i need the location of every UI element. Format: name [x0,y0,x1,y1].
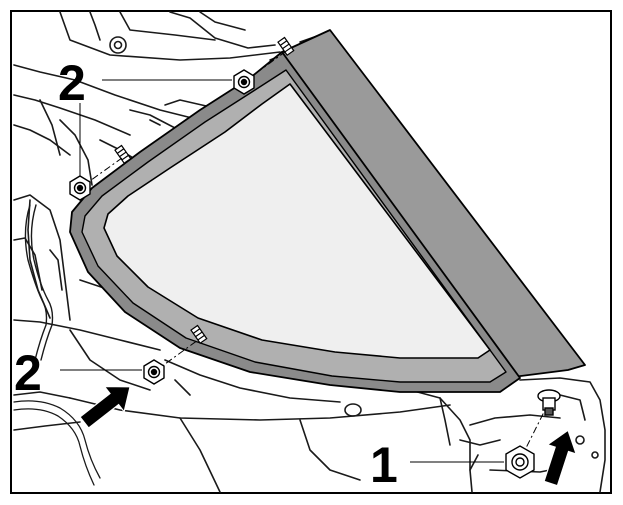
stud-lower [190,324,208,345]
leader-lines [60,79,504,463]
mounting-studs [114,36,295,345]
nut-lower [143,359,165,385]
arrow-install-clip [543,429,578,487]
callout-clip: 1 [370,437,398,493]
nut-left [69,175,91,201]
callout-upper-nut: 2 [58,55,86,111]
clip-nut [505,445,535,479]
arrow-install-lower [79,385,131,429]
hex-nuts [69,69,535,479]
direction-arrows [79,385,578,487]
vehicle-body-structure [13,11,606,493]
quarter-window-glass [69,29,586,393]
nut-top [233,69,255,95]
callout-lower-nut: 2 [14,345,42,401]
window-glass-pane [103,83,491,359]
stud-top [277,36,295,57]
retaining-clip [537,389,561,416]
stud-left [114,144,132,165]
